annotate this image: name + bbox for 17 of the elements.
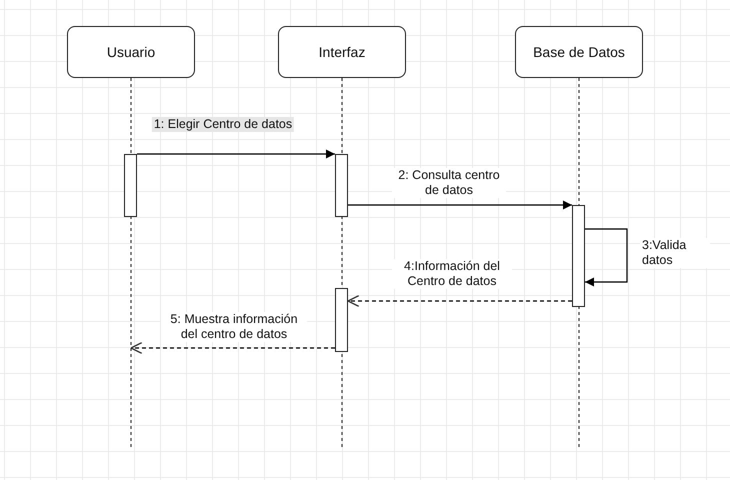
- activation-bar: [572, 205, 585, 307]
- edge-label: 3:Valida datos: [640, 238, 710, 268]
- activation-bar: [124, 154, 137, 217]
- edge-label: 1: Elegir Centro de datos: [152, 117, 294, 132]
- lifeline-header: Usuario: [67, 26, 195, 78]
- message-arrow: [137, 150, 335, 158]
- activation-bar: [335, 288, 348, 352]
- message-arrow: [130, 342, 335, 354]
- message-arrow: [585, 228, 628, 286]
- lifeline-header: Interfaz: [278, 26, 406, 78]
- message-arrow: [347, 294, 572, 308]
- edge-label: 5: Muestra información del centro de datos: [161, 312, 307, 342]
- activation-bar: [335, 154, 348, 217]
- edge-label: 2: Consulta centro de datos: [392, 168, 506, 198]
- message-arrow: [348, 200, 572, 210]
- lifeline-header: Base de Datos: [515, 26, 643, 78]
- edge-label: 4:Información del Centro de datos: [392, 259, 512, 289]
